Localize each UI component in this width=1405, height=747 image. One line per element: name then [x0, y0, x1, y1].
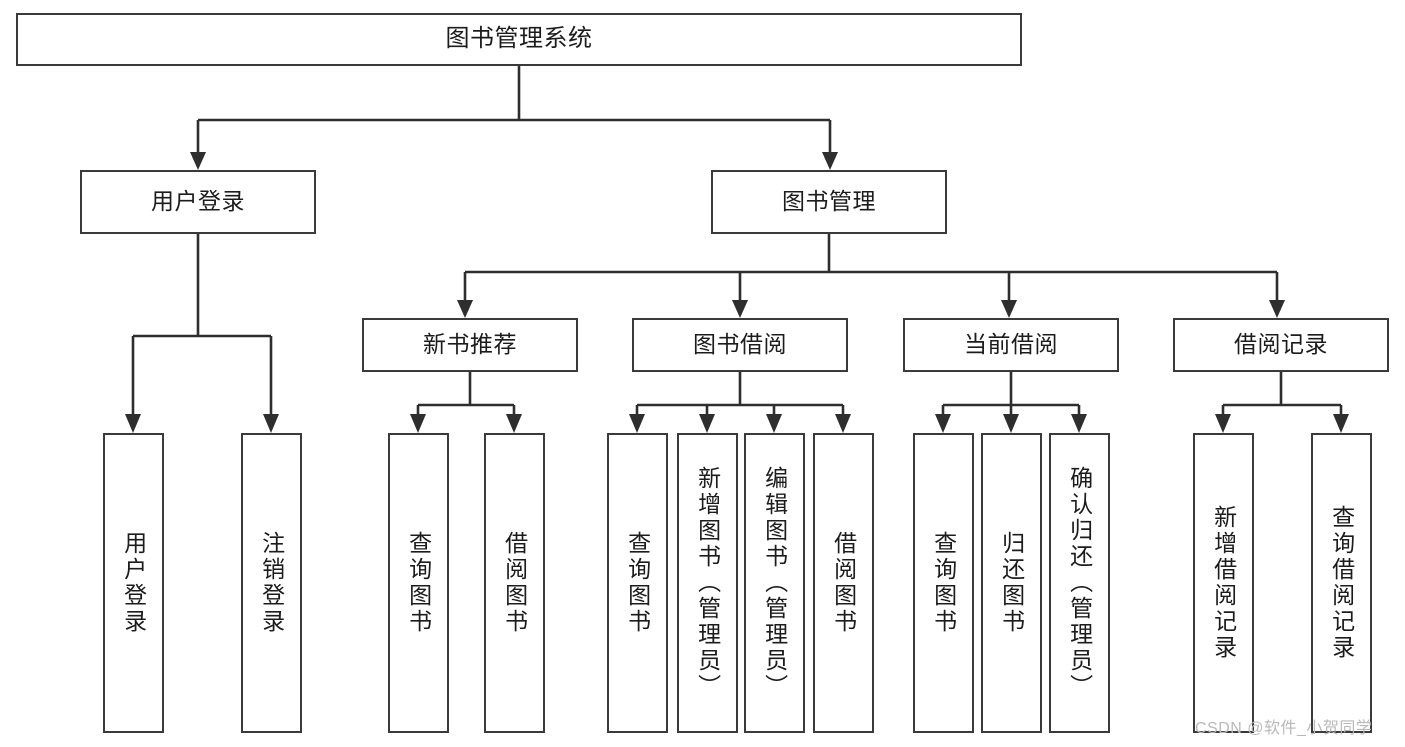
node-user-login[interactable]: 用户登录 — [80, 170, 316, 234]
leaf-current-borrow-query-label: 查询图书 — [930, 531, 957, 635]
leaf-book-borrow-add[interactable]: 新增图书（管理员） — [677, 433, 738, 733]
leaf-new-book-borrow-label: 借阅图书 — [501, 531, 528, 635]
connector-current-borrow-group — [935, 372, 1087, 433]
node-book-borrow[interactable]: 图书借阅 — [632, 318, 848, 372]
leaf-book-borrow-query[interactable]: 查询图书 — [607, 433, 668, 733]
leaf-user-login-login[interactable]: 用户登录 — [103, 433, 164, 733]
connector-new-book-group — [410, 372, 522, 433]
node-book-management[interactable]: 图书管理 — [711, 170, 947, 234]
node-borrow-record-label: 借阅记录 — [1234, 331, 1328, 358]
node-current-borrow[interactable]: 当前借阅 — [903, 318, 1119, 372]
leaf-new-book-query-label: 查询图书 — [405, 531, 432, 635]
leaf-current-borrow-return-label: 归还图书 — [998, 531, 1025, 635]
node-borrow-record[interactable]: 借阅记录 — [1173, 318, 1389, 372]
leaf-new-book-query[interactable]: 查询图书 — [388, 433, 449, 733]
leaf-current-borrow-confirm[interactable]: 确认归还（管理员） — [1049, 433, 1110, 733]
node-root-label: 图书管理系统 — [445, 25, 593, 53]
connector-user-login-group — [125, 234, 279, 433]
leaf-book-borrow-edit-label: 编辑图书（管理员） — [761, 466, 788, 700]
leaf-book-borrow-add-label: 新增图书（管理员） — [694, 466, 721, 700]
leaf-user-login-login-label: 用户登录 — [120, 531, 147, 635]
leaf-borrow-record-add[interactable]: 新增借阅记录 — [1193, 433, 1254, 733]
connector-root-to-bus — [190, 66, 838, 170]
leaf-current-borrow-query[interactable]: 查询图书 — [913, 433, 974, 733]
node-user-login-label: 用户登录 — [151, 188, 245, 215]
leaf-book-borrow-borrow[interactable]: 借阅图书 — [813, 433, 874, 733]
leaf-user-login-logout[interactable]: 注销登录 — [241, 433, 302, 733]
leaf-new-book-borrow[interactable]: 借阅图书 — [484, 433, 545, 733]
leaf-current-borrow-confirm-label: 确认归还（管理员） — [1066, 466, 1093, 700]
leaf-borrow-record-query[interactable]: 查询借阅记录 — [1311, 433, 1372, 733]
leaf-book-borrow-query-label: 查询图书 — [624, 531, 651, 635]
leaf-borrow-record-query-label: 查询借阅记录 — [1328, 505, 1355, 661]
node-new-book-recommend[interactable]: 新书推荐 — [362, 318, 578, 372]
leaf-borrow-record-add-label: 新增借阅记录 — [1210, 505, 1237, 661]
node-new-book-recommend-label: 新书推荐 — [423, 331, 517, 358]
connector-borrow-record-group — [1215, 372, 1349, 433]
leaf-book-borrow-edit[interactable]: 编辑图书（管理员） — [744, 433, 805, 733]
watermark: CSDN @软件_小贺同学 — [1195, 720, 1373, 737]
node-book-management-label: 图书管理 — [782, 188, 876, 215]
leaf-current-borrow-return[interactable]: 归还图书 — [981, 433, 1042, 733]
connector-book-borrow-group — [629, 372, 851, 433]
leaf-book-borrow-borrow-label: 借阅图书 — [830, 531, 857, 635]
node-current-borrow-label: 当前借阅 — [964, 331, 1058, 358]
leaf-user-login-logout-label: 注销登录 — [258, 531, 285, 635]
node-root[interactable]: 图书管理系统 — [16, 13, 1022, 66]
connector-book-management-bus — [457, 234, 1285, 318]
node-book-borrow-label: 图书借阅 — [693, 331, 787, 358]
